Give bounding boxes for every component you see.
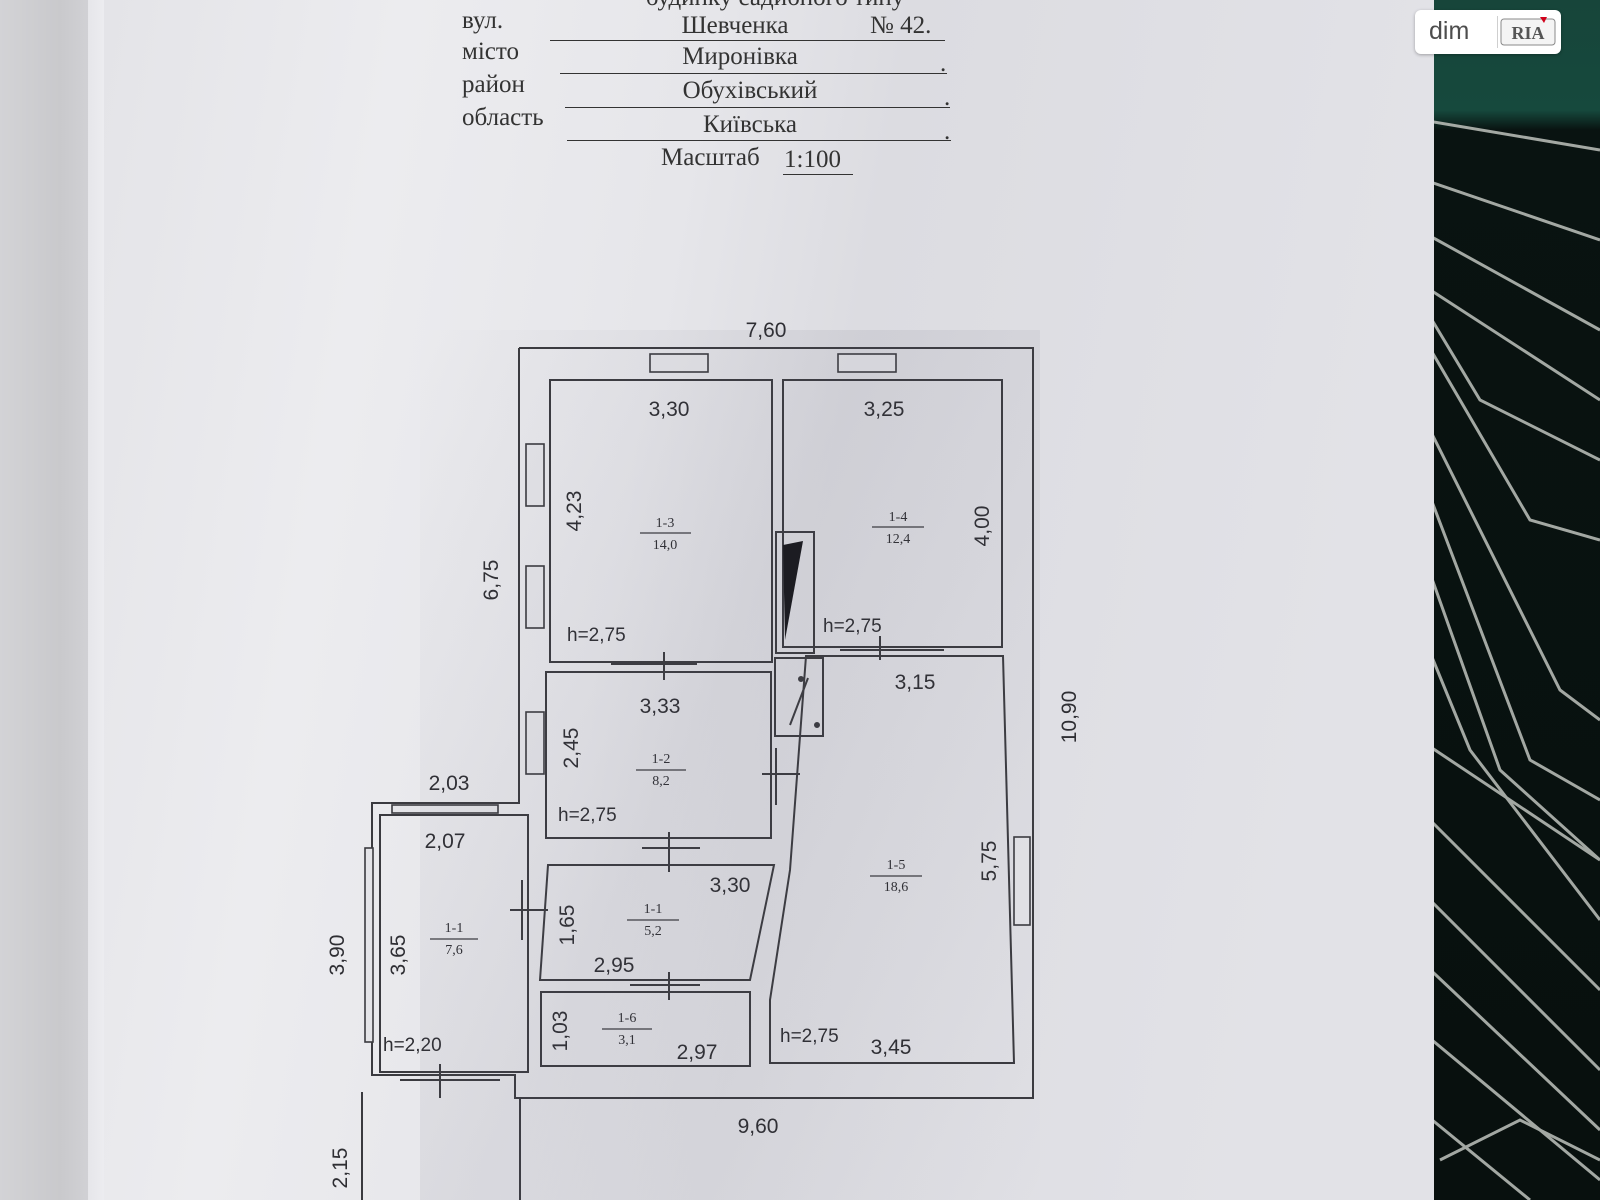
- backdrop: [1410, 0, 1600, 1200]
- watermark-brand: dim: [1429, 17, 1470, 45]
- room-1-2-outline: [545, 671, 772, 839]
- chimney-flue: [783, 541, 803, 640]
- room-1-1-small-width: 3,30: [710, 874, 751, 897]
- scale-underline: [783, 174, 853, 175]
- header-partial-title: будинку садибного типу: [646, 0, 904, 12]
- dim-ria-watermark: dim RIA: [1415, 10, 1561, 54]
- room-1-6-outline: [540, 991, 751, 1067]
- region-underline: [567, 140, 951, 141]
- stove-burner-1: [798, 676, 804, 682]
- city-label: місто: [462, 38, 519, 65]
- window-left-2: [525, 565, 545, 629]
- room-1-5-height: 5,75: [978, 841, 1001, 882]
- room-1-1-small-width-bottom: 2,95: [594, 954, 635, 977]
- room-1-4-id: 1-4: [889, 510, 908, 525]
- room-1-5-ceiling: h=2,75: [780, 1026, 839, 1047]
- house-number: № 42.: [870, 12, 932, 39]
- watermark-logo-text: RIA: [1511, 23, 1544, 43]
- room-1-1-porch-outline: [379, 814, 529, 1073]
- street-value: Шевченка: [681, 12, 789, 39]
- city-underline: [560, 73, 947, 74]
- room-1-4-area: 12,4: [886, 532, 911, 547]
- room-1-1-porch-height: 3,65: [387, 935, 410, 976]
- dim-porch-top: 2,03: [429, 772, 470, 795]
- room-1-3-outline: [549, 379, 773, 663]
- window-right: [1013, 836, 1031, 926]
- dim-bottom-width: 9,60: [738, 1115, 779, 1138]
- district-underline: [565, 107, 950, 108]
- dim-porch-bottom: 2,15: [329, 1148, 352, 1189]
- window-top-2: [837, 353, 897, 373]
- chimney: [775, 531, 815, 654]
- room-1-1-small-height: 1,65: [556, 905, 579, 946]
- room-1-5-area: 18,6: [884, 880, 909, 895]
- district-value: Обухівський: [682, 77, 818, 104]
- room-1-1-small-area: 5,2: [644, 924, 662, 939]
- region-dot: .: [944, 118, 951, 145]
- stove-burner-2: [814, 722, 820, 728]
- room-1-4-width: 3,25: [864, 398, 905, 421]
- stove-diagonal: [789, 677, 809, 726]
- room-1-5-width-bottom: 3,45: [871, 1036, 912, 1059]
- room-1-3-ceiling: h=2,75: [567, 625, 626, 646]
- outer-wall: [371, 347, 1034, 1099]
- watermark-separator: [1497, 16, 1498, 48]
- room-1-1-porch-width: 2,07: [425, 830, 466, 853]
- dim-left-lower: 3,90: [326, 935, 349, 976]
- room-1-3-area: 14,0: [653, 538, 678, 553]
- city-dot: .: [940, 50, 947, 77]
- room-1-4-ceiling: h=2,75: [823, 616, 882, 637]
- window-left-3: [525, 711, 545, 775]
- room-1-1-porch-id: 1-1: [445, 921, 464, 936]
- room-1-4-height: 4,00: [971, 506, 994, 547]
- room-1-6-width: 2,97: [677, 1041, 718, 1064]
- room-1-1-porch-area: 7,6: [445, 943, 463, 958]
- district-dot: .: [944, 84, 951, 111]
- sheet-shadow: [0, 0, 105, 1200]
- room-1-3-width: 3,30: [649, 398, 690, 421]
- room-1-2-area: 8,2: [652, 774, 670, 789]
- ria-logo-icon: RIA: [1500, 17, 1556, 46]
- room-1-2-ceiling: h=2,75: [558, 805, 617, 826]
- region-label: область: [462, 104, 544, 131]
- dim-top-width: 7,60: [746, 319, 787, 342]
- dim-left-upper: 6,75: [480, 560, 503, 601]
- fabric-pattern: [1410, 116, 1600, 1200]
- dim-right-height: 10,90: [1058, 691, 1081, 744]
- city-value: Миронівка: [682, 43, 798, 70]
- room-1-3-id: 1-3: [656, 516, 675, 531]
- room-1-2-width: 3,33: [640, 695, 681, 718]
- window-left-1: [525, 443, 545, 507]
- region-value: Київська: [702, 111, 798, 138]
- room-1-6-id: 1-6: [618, 1011, 637, 1026]
- room-1-3-height: 4,23: [563, 491, 586, 532]
- street-label: вул.: [462, 7, 504, 34]
- room-1-2-id: 1-2: [652, 752, 671, 767]
- room-1-5-width: 3,15: [895, 671, 936, 694]
- room-1-5-id: 1-5: [887, 858, 906, 873]
- room-1-4-outline: [782, 379, 1003, 648]
- room-1-6-area: 3,1: [618, 1033, 636, 1048]
- window-top-1: [649, 353, 709, 373]
- room-1-6-height: 1,03: [549, 1011, 572, 1052]
- scale-label: Масштаб: [661, 144, 760, 171]
- district-label: район: [462, 71, 525, 98]
- room-1-1-small-outline: [538, 864, 776, 981]
- street-underline: [550, 40, 945, 41]
- stove: [774, 657, 824, 737]
- scale-value: 1:100: [784, 146, 841, 173]
- room-1-1-small-id: 1-1: [644, 902, 663, 917]
- room-1-2-height: 2,45: [560, 728, 583, 769]
- window-porch-top: [391, 804, 499, 814]
- window-porch-left: [364, 847, 374, 1043]
- room-1-1-porch-ceiling: h=2,20: [383, 1035, 442, 1056]
